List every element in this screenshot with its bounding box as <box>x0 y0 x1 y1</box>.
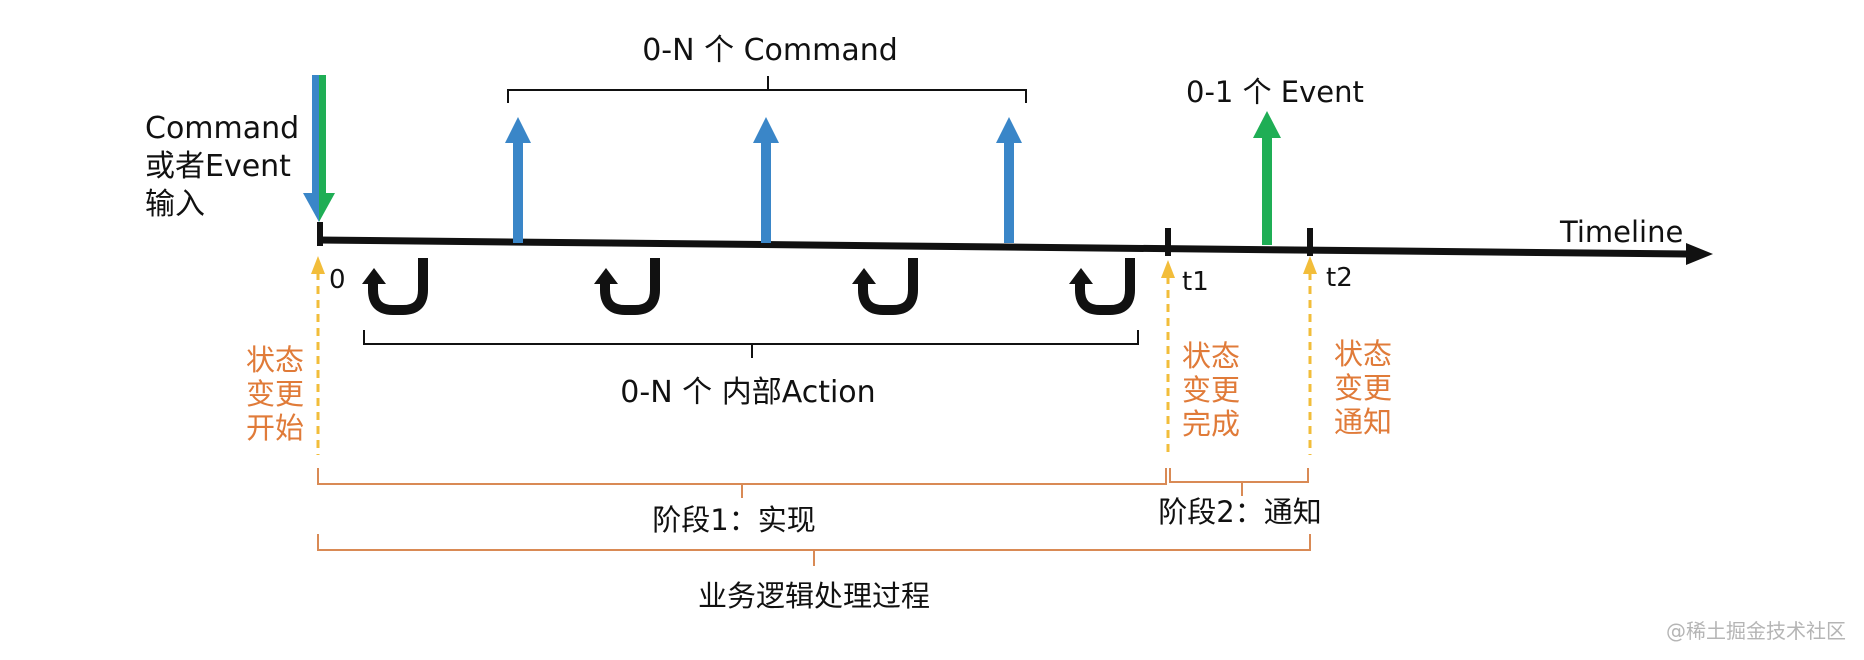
note-start-line3: 开始 <box>246 411 304 445</box>
tick-label-t1: t1 <box>1182 267 1209 297</box>
command-arrow-2 <box>753 117 779 243</box>
state-marker-start <box>311 256 325 455</box>
note-done-line1: 状态 <box>1182 339 1240 373</box>
stage2-brace <box>1169 468 1309 496</box>
action-loop-2 <box>594 258 660 315</box>
actions-brace <box>363 330 1139 358</box>
timeline-label: Timeline <box>1559 215 1683 249</box>
event-label: 0-1 个 Event <box>1186 75 1364 109</box>
action-loop-3 <box>852 258 918 315</box>
input-arrow <box>303 75 335 222</box>
note-notify-line3: 通知 <box>1334 405 1392 439</box>
input-label-line1: Command <box>145 111 299 146</box>
state-marker-notify <box>1303 256 1317 455</box>
command-arrow-3 <box>996 117 1022 243</box>
stage1-label: 阶段1：实现 <box>652 503 815 537</box>
note-notify-line1: 状态 <box>1334 337 1392 371</box>
note-done-line2: 变更 <box>1182 373 1240 407</box>
note-start-line1: 状态 <box>246 343 304 377</box>
state-marker-done <box>1161 260 1175 455</box>
input-label-line2: 或者Event <box>145 149 291 184</box>
command-arrow-1 <box>505 117 531 243</box>
commands-label: 0-N 个 Command <box>642 33 898 68</box>
timeline-axis <box>317 236 1713 265</box>
tick-label-t2: t2 <box>1326 263 1353 293</box>
note-start-line2: 变更 <box>246 377 304 411</box>
watermark: @稀土掘金技术社区 <box>1666 619 1846 643</box>
note-notify-line2: 变更 <box>1334 371 1392 405</box>
process-label: 业务逻辑处理过程 <box>698 579 930 613</box>
note-done-line3: 完成 <box>1182 407 1240 441</box>
action-loop-1 <box>362 258 428 315</box>
stage2-label: 阶段2：通知 <box>1158 495 1321 529</box>
stage1-brace <box>317 468 1167 498</box>
commands-brace <box>507 76 1027 103</box>
event-arrow <box>1253 111 1281 245</box>
input-label-line3: 输入 <box>145 187 205 222</box>
actions-label: 0-N 个 内部Action <box>620 375 875 410</box>
process-brace <box>317 534 1311 566</box>
action-loop-4 <box>1069 258 1135 315</box>
tick-label-0: 0 <box>329 265 346 295</box>
